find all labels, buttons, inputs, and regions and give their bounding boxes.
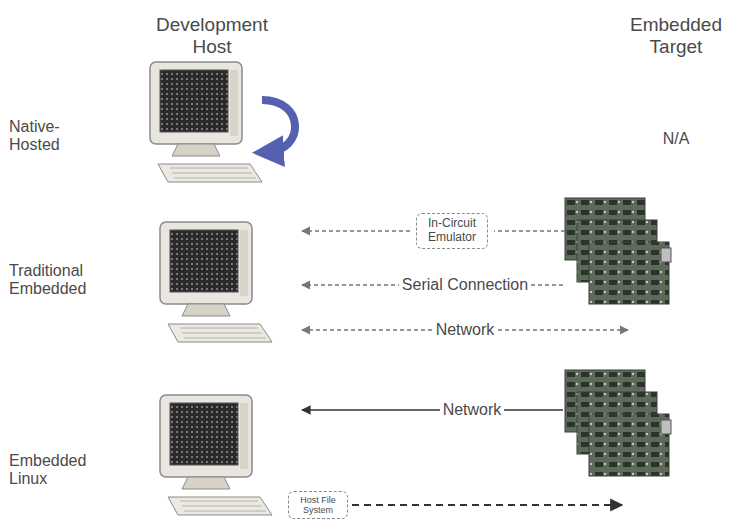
- row-label: Embedded Linux: [6, 452, 102, 489]
- emulator-link: [302, 230, 410, 231]
- link-label: N/A: [660, 130, 693, 148]
- emulator-box: In-Circuit Emulator: [416, 213, 488, 249]
- row-label: Traditional Embedded: [6, 262, 112, 299]
- row-label: Native-Hosted: [6, 118, 92, 155]
- network-link: [302, 409, 563, 411]
- link-label: Network: [440, 401, 505, 419]
- link-label: Serial Connection: [399, 276, 531, 294]
- target-boards: [565, 370, 671, 476]
- node-text: In-Circuit Emulator: [421, 217, 483, 245]
- host-computer: [160, 222, 272, 342]
- column-header: Embedded Target: [623, 14, 729, 58]
- loop-arrow: [262, 100, 295, 152]
- node-text: Host File System: [293, 495, 343, 516]
- file-system-box: Host File System: [288, 491, 348, 520]
- emulator-link: [494, 230, 565, 231]
- host-computer: [150, 62, 262, 182]
- host-computer: [160, 395, 272, 515]
- column-header: Development Host: [144, 14, 280, 58]
- file-system-link: [352, 504, 622, 506]
- link-label: Network: [433, 321, 498, 339]
- target-boards: [565, 198, 671, 304]
